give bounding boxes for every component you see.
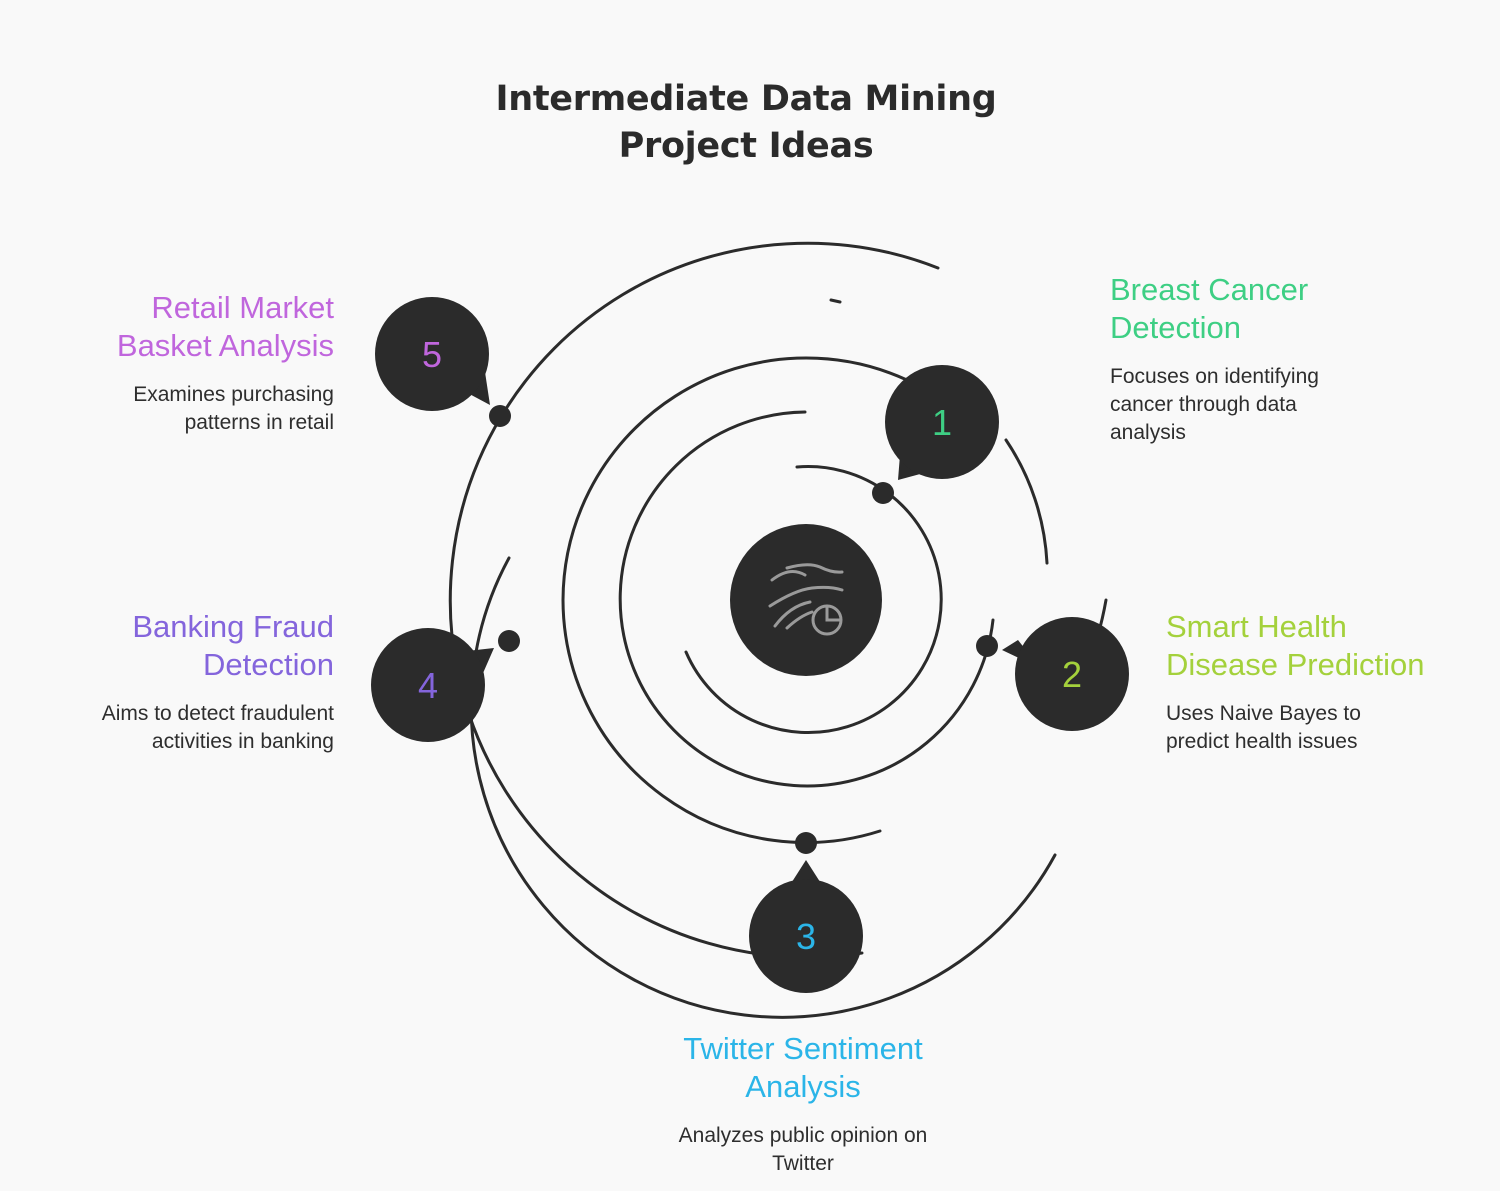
number-label-1: 1 <box>932 402 952 443</box>
item-heading-line: Banking Fraud <box>132 609 334 644</box>
item-description-3: Analyzes public opinion on Twitter <box>603 1122 1003 1178</box>
node-2: 2 <box>976 617 1129 731</box>
diagram-title: Intermediate Data Mining Project Ideas <box>0 76 1492 170</box>
node-3: 3 <box>749 832 863 993</box>
node-1: 1 <box>872 365 999 504</box>
item-description-4: Aims to detect fraudulent activities in b… <box>102 700 334 756</box>
connector-dot-2 <box>976 635 998 657</box>
item-heading-line: Disease Prediction <box>1166 647 1425 682</box>
number-bubble-4 <box>371 628 485 742</box>
number-bubble-5 <box>375 297 489 411</box>
bubble-tail-3 <box>790 860 822 885</box>
item-description-1: Focuses on identifying cancer through dat… <box>1110 363 1319 447</box>
item-description-line: Twitter <box>772 1152 834 1175</box>
connector-dot-5 <box>489 405 511 427</box>
number-label-2: 2 <box>1062 654 1082 695</box>
number-label-5: 5 <box>422 334 442 375</box>
number-bubble-2 <box>1015 617 1129 731</box>
item-description-line: cancer through data <box>1110 393 1297 416</box>
item-heading-line: Analysis <box>745 1069 861 1104</box>
number-label-4: 4 <box>418 665 438 706</box>
number-label-3: 3 <box>796 916 816 957</box>
number-bubble-1 <box>885 365 999 479</box>
item-description-line: activities in banking <box>151 730 334 753</box>
item-heading-line: Detection <box>203 647 334 682</box>
node-4: 4 <box>371 628 520 742</box>
item-heading-line: Breast Cancer <box>1110 272 1309 307</box>
item-description-5: Examines purchasing patterns in retail <box>117 381 334 437</box>
connector-dot-4 <box>498 630 520 652</box>
title-line-1: Intermediate Data Mining <box>495 79 997 119</box>
item-description-line: Examines purchasing <box>133 383 334 406</box>
ring-4-arc-2 <box>829 298 842 304</box>
item-description-line: analysis <box>1110 421 1186 444</box>
node-5: 5 <box>375 297 511 427</box>
ring-2-arc <box>618 410 995 788</box>
ring-3-arc <box>1004 438 1049 565</box>
item-heading-line: Smart Health <box>1166 609 1347 644</box>
ring-3-arc-2 <box>561 356 909 845</box>
item-heading-line: Twitter Sentiment <box>683 1031 923 1066</box>
title-line-2: Project Ideas <box>618 126 874 166</box>
item-description-line: Uses Naive Bayes to <box>1166 702 1361 725</box>
item-description-line: Focuses on identifying <box>1110 365 1319 388</box>
item-description-2: Uses Naive Bayes to predict health issues <box>1166 700 1424 756</box>
number-bubble-3 <box>749 879 863 993</box>
center-hub <box>730 524 882 676</box>
data-flow-chart-icon <box>768 563 844 636</box>
item-description-line: Aims to detect fraudulent <box>101 702 334 725</box>
item-description-line: Analyzes public opinion on <box>678 1124 928 1147</box>
item-heading-line: Retail Market <box>151 290 334 325</box>
item-description-line: predict health issues <box>1166 730 1358 753</box>
item-heading-line: Detection <box>1110 310 1241 345</box>
connector-dot-3 <box>795 832 817 854</box>
connector-dot-1 <box>872 482 894 504</box>
item-heading-line: Basket Analysis <box>116 328 334 363</box>
ring-5-arc <box>448 241 940 959</box>
item-description-line: patterns in retail <box>184 411 334 434</box>
